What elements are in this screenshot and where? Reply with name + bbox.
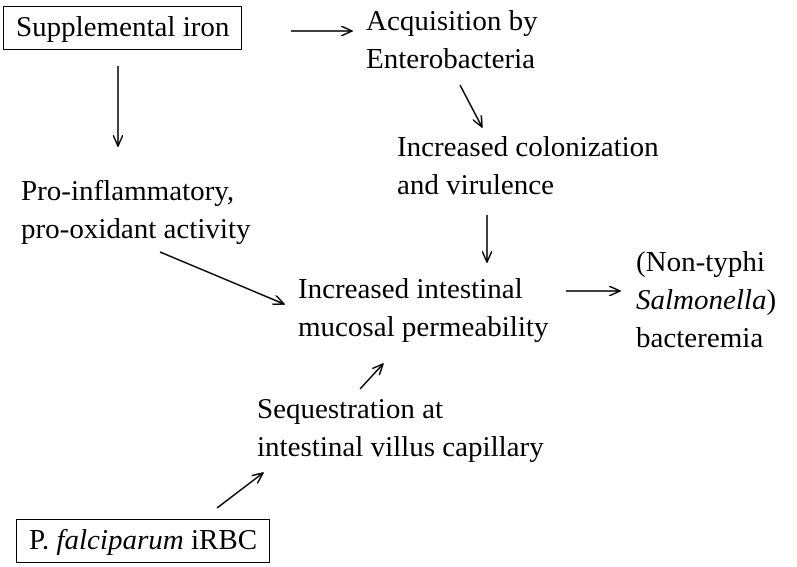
- node-bacteremia: (Non-typhi Salmonella) bacteremia: [636, 243, 776, 357]
- node-sequestration: Sequestration at intestinal villus capil…: [257, 390, 544, 466]
- node-colonization: Increased colonization and virulence: [397, 128, 659, 204]
- acquisition-line-1: Acquisition by: [366, 5, 538, 37]
- node-permeability: Increased intestinal mucosal permeabilit…: [298, 270, 548, 346]
- arrow-sequestration-to-permeability: [359, 364, 383, 390]
- falciparum-prefix: P.: [29, 524, 57, 556]
- supplemental-iron-label: Supplemental iron: [16, 11, 230, 43]
- node-proinflammatory: Pro-inflammatory, pro-oxidant activity: [21, 172, 251, 248]
- node-acquisition: Acquisition by Enterobacteria: [366, 2, 538, 78]
- bacteremia-paren: ): [766, 284, 777, 316]
- proinflammatory-line-2: pro-oxidant activity: [21, 213, 251, 245]
- falciparum-suffix: iRBC: [183, 524, 258, 556]
- arrow-proinflammatory-to-permeability: [159, 251, 284, 304]
- node-falciparum: P. falciparum iRBC: [16, 519, 271, 563]
- colonization-line-1: Increased colonization: [397, 131, 659, 163]
- permeability-line-2: mucosal permeability: [298, 311, 549, 343]
- permeability-line-1: Increased intestinal: [298, 273, 523, 305]
- sequestration-line-1: Sequestration at: [257, 393, 444, 425]
- colonization-line-2: and virulence: [397, 169, 555, 201]
- arrow-falciparum-to-sequestration: [216, 473, 263, 509]
- salmonella-italic: Salmonella: [636, 284, 767, 316]
- bacteremia-line-2: Salmonella): [636, 281, 776, 319]
- falciparum-italic: falciparum: [56, 524, 184, 556]
- node-supplemental-iron: Supplemental iron: [3, 6, 243, 50]
- bacteremia-line-1: (Non-typhi: [636, 246, 765, 278]
- proinflammatory-line-1: Pro-inflammatory,: [21, 175, 235, 207]
- arrow-acquisition-to-colonization: [459, 84, 482, 127]
- acquisition-line-2: Enterobacteria: [366, 43, 536, 75]
- bacteremia-line-3: bacteremia: [636, 322, 764, 354]
- sequestration-line-2: intestinal villus capillary: [257, 431, 544, 463]
